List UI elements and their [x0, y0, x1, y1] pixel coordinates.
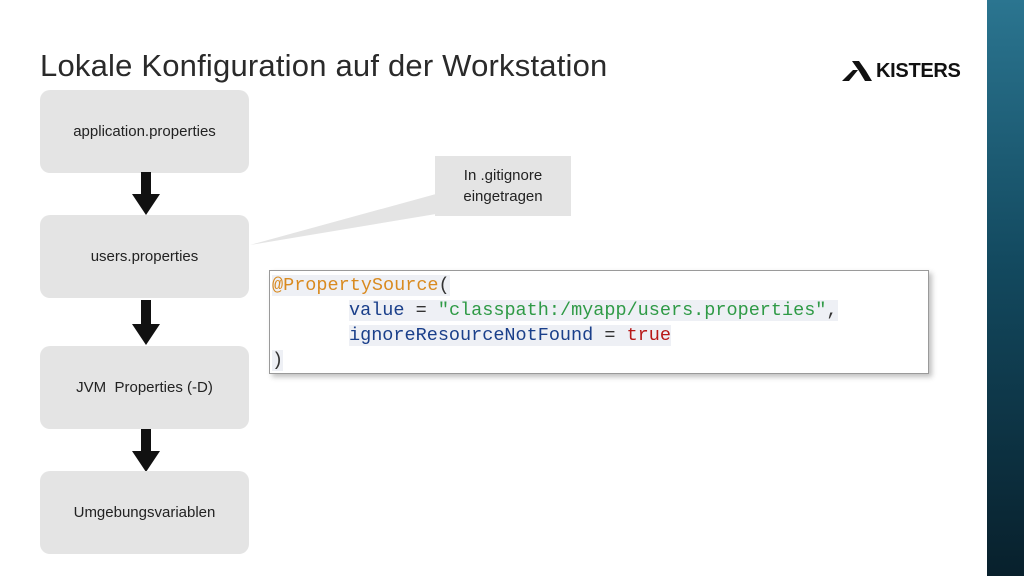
flow-box-label: application.properties: [73, 123, 216, 140]
code-line-2: value = "classpath:/myapp/users.properti…: [270, 298, 928, 323]
code-value-string: "classpath:/myapp/users.properties": [437, 300, 827, 321]
code-open-paren: (: [438, 275, 450, 296]
code-ignore-value: true: [626, 325, 671, 346]
callout-pointer: [250, 194, 436, 245]
code-close-paren: ): [272, 350, 284, 371]
flow-box-label: JVM Properties (-D): [76, 379, 213, 396]
gitignore-callout: In .gitignore eingetragen: [435, 156, 571, 216]
kisters-logo: KISTERS: [842, 58, 961, 84]
flow-box-label: Umgebungsvariablen: [73, 504, 216, 521]
flow-box-umgebungsvariablen: Umgebungsvariablen: [40, 471, 249, 554]
code-equals: =: [604, 325, 616, 346]
flow-box-application-properties: application.properties: [40, 90, 249, 173]
code-equals: =: [415, 300, 427, 321]
callout-line-1: In .gitignore: [463, 167, 543, 184]
logo-text: KISTERS: [876, 59, 961, 82]
flow-box-users-properties: users.properties: [40, 215, 249, 298]
code-value-key: value: [349, 300, 405, 321]
code-annotation: @PropertySource: [272, 275, 439, 296]
code-line-1: @PropertySource(: [270, 273, 928, 298]
code-snippet: @PropertySource( value = "classpath:/mya…: [269, 270, 929, 374]
code-line-3: ignoreResourceNotFound = true: [270, 323, 928, 348]
flow-box-jvm-properties: JVM Properties (-D): [40, 346, 249, 429]
down-arrow-icon: [132, 172, 160, 215]
decorative-side-bar: [987, 0, 1024, 576]
kisters-logo-icon: [842, 61, 872, 81]
down-arrow-icon: [132, 300, 160, 345]
code-comma: ,: [826, 300, 838, 321]
code-ignore-key: ignoreResourceNotFound: [349, 325, 594, 346]
down-arrow-icon: [132, 429, 160, 472]
slide-title: Lokale Konfiguration auf der Workstation: [40, 48, 608, 83]
flow-box-label: users.properties: [90, 248, 199, 265]
code-line-4: ): [270, 348, 928, 373]
callout-line-2: eingetragen: [463, 188, 543, 205]
